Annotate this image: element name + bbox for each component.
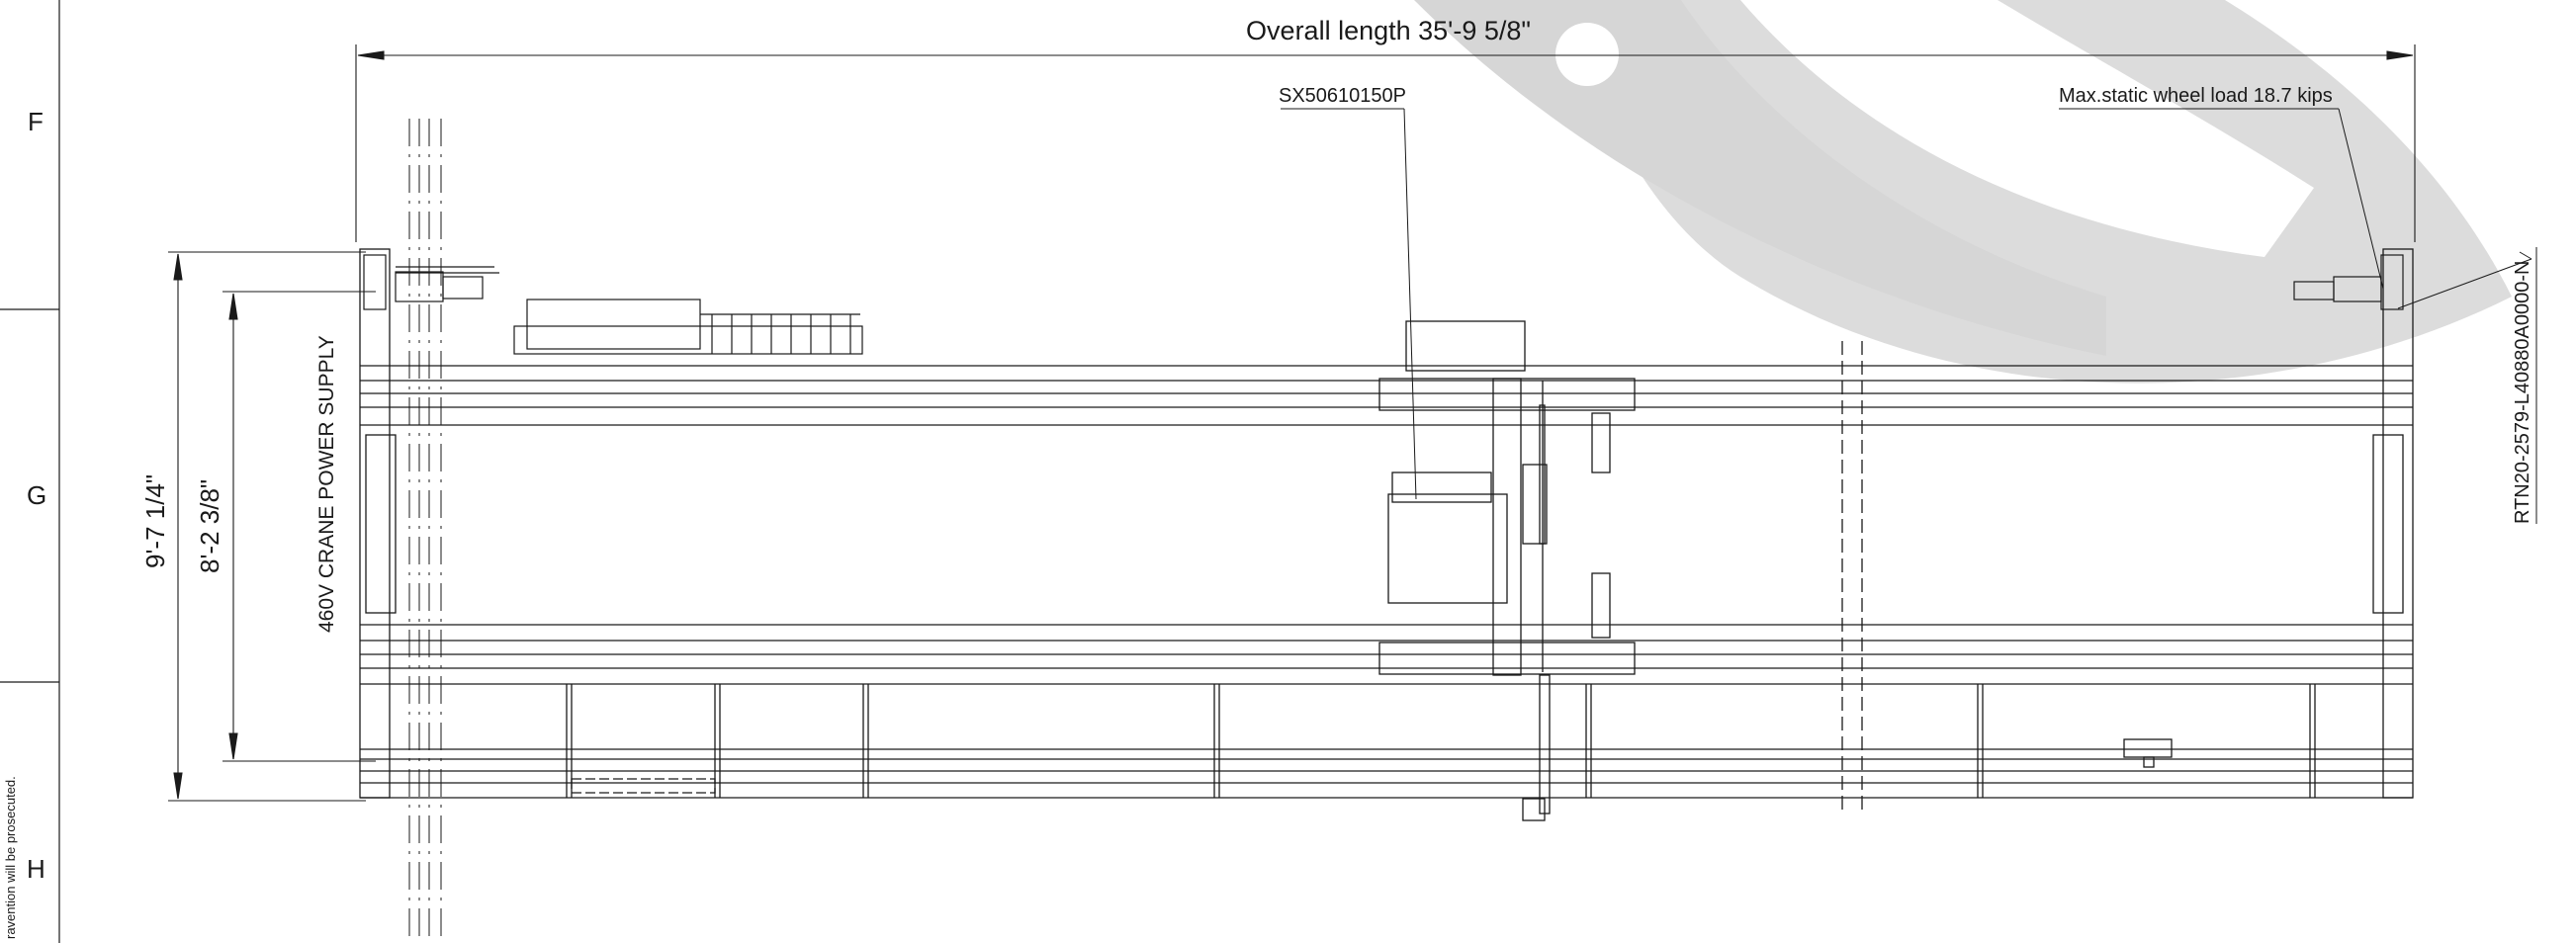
arrow-outer-bottom — [173, 772, 183, 800]
end-truck-right-inner — [2372, 434, 2404, 614]
end-truck-left — [359, 248, 391, 799]
end-truck-left-inner — [365, 434, 397, 614]
wheel-load-label: Max.static wheel load 18.7 kips — [2059, 85, 2333, 107]
drawing-number-label: RTN20-2579-L40880A0000-N — [2512, 261, 2533, 524]
watermark-hole-2 — [1902, 77, 1965, 140]
arrow-left — [357, 50, 385, 60]
electrical-panel — [526, 299, 701, 350]
hoist-drum — [1387, 493, 1508, 604]
walkway-grating — [571, 778, 716, 794]
pendant-cable — [1539, 674, 1551, 814]
trolley-wheel-lower — [1591, 572, 1611, 639]
watermark-hole-1 — [1555, 23, 1619, 86]
hoist-drum-top — [1391, 472, 1492, 503]
watermark — [1414, 0, 2512, 384]
overall-length-label: Overall length 35'-9 5/8" — [1246, 16, 1531, 45]
arrow-right — [2386, 50, 2414, 60]
zone-label-g: G — [27, 480, 46, 510]
festoon-box — [2123, 738, 2173, 758]
hoist-leader — [1403, 108, 1417, 500]
height-outer-label: 9'-7 1/4" — [140, 474, 170, 568]
arrow-outer-top — [173, 253, 183, 281]
leaders — [1281, 108, 2537, 524]
hoist-trolley — [1378, 320, 1636, 821]
left-drive-unit — [363, 254, 863, 355]
legal-notice: ravention will be prosecuted. — [3, 776, 18, 939]
height-inner-label: 8'-2 3/8" — [195, 479, 224, 573]
trolley-frame-upper — [1378, 378, 1636, 411]
zone-label-f: F — [28, 107, 44, 136]
panel-platform — [513, 325, 863, 355]
festoon-box-stem — [2143, 756, 2155, 768]
pendant-control — [1522, 798, 1546, 821]
arrow-inner-bottom — [228, 732, 238, 760]
wheel-load-leader — [2338, 108, 2384, 290]
height-dimensions — [168, 251, 376, 802]
zone-label-h: H — [27, 854, 45, 884]
arrow-inner-top — [228, 293, 238, 320]
trolley-frame-lower — [1378, 642, 1636, 675]
trolley-wheel-upper — [1591, 412, 1611, 473]
hoist-motor-top — [1405, 320, 1526, 372]
drive-brake-right — [2293, 281, 2335, 300]
power-supply-label: 460V CRANE POWER SUPPLY — [315, 335, 338, 633]
hoist-model-label: SX50610150P — [1279, 85, 1406, 107]
overall-length-dimension — [355, 44, 2416, 242]
drive-motor-left — [363, 254, 387, 310]
runway-rails — [408, 119, 442, 943]
drawing-number-leader — [2397, 258, 2532, 309]
drive-brake-left — [442, 276, 484, 300]
watermark-arc-outer — [1562, 0, 2512, 384]
frame-border — [0, 0, 60, 943]
drawing-number-leader-tail — [2519, 251, 2532, 260]
crane-frame — [359, 248, 2414, 813]
hoist-brake — [1522, 464, 1548, 545]
trolley-side-beam — [1492, 378, 1522, 676]
